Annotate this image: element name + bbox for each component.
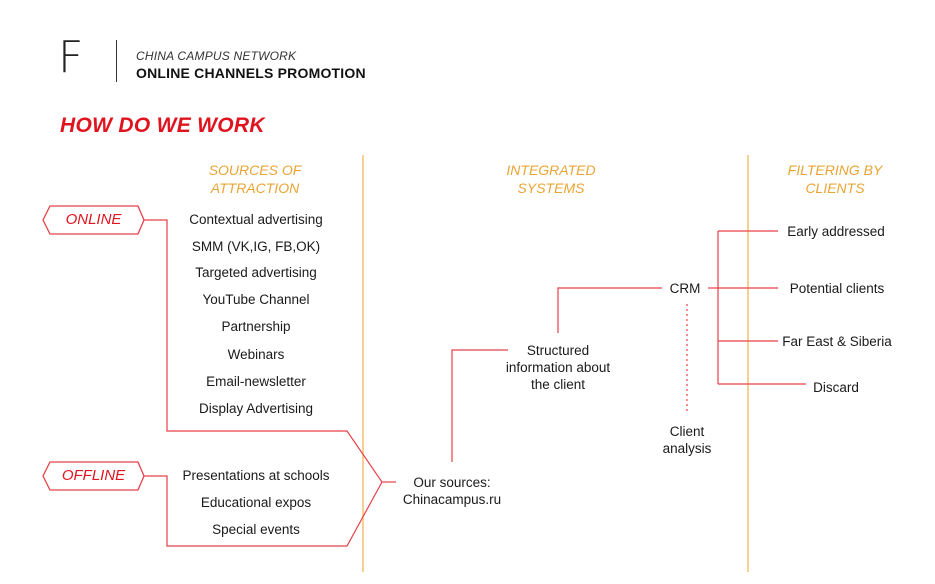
header-subtitle: CHINA CAMPUS NETWORK [136, 49, 297, 63]
structured-info-line: information about [505, 360, 611, 375]
sources-to-structured-connector [451, 349, 508, 462]
offline-source-item: Presentations at schools [182, 468, 330, 483]
structured-to-crm-connector [557, 287, 662, 333]
online-source-item: Contextual advertising [189, 212, 323, 227]
crm-node: CRM [669, 281, 701, 296]
online-tag-outline [42, 205, 145, 235]
structured-info-line: the client [530, 377, 586, 392]
online-source-item: Display Advertising [198, 401, 314, 416]
online-source-item: Webinars [227, 347, 285, 362]
client-analysis-line: analysis [662, 441, 712, 456]
filter-item: Far East & Siberia [782, 334, 892, 349]
column-head-integrated: INTEGRATED SYSTEMS [506, 162, 596, 196]
offline-source-item: Special events [212, 522, 300, 537]
our-sources-site: Chinacampus.ru [402, 492, 502, 507]
filter-item: Potential clients [789, 281, 885, 296]
filter-item: Discard [813, 380, 859, 395]
offline-tag-outline [42, 461, 145, 491]
online-source-item: Targeted advertising [195, 265, 317, 280]
online-source-item: Partnership [221, 319, 291, 334]
column-head-filtering: FILTERING BY CLIENTS [787, 162, 883, 196]
offline-connector [144, 475, 383, 547]
header-title: ONLINE CHANNELS PROMOTION [136, 65, 366, 81]
online-connector [144, 219, 383, 483]
online-tag: ONLINE [65, 211, 122, 228]
column-head-sources: SOURCES OF ATTRACTION [208, 162, 302, 196]
header-divider [116, 40, 117, 82]
online-source-item: SMM (VK,IG, FB,OK) [191, 239, 321, 254]
our-sources-label: Our sources: [413, 475, 491, 490]
structured-info-line: Structured [526, 343, 590, 358]
brand-logo: F [58, 32, 84, 83]
client-analysis-line: Client [669, 424, 705, 439]
section-title: HOW DO WE WORK [60, 114, 265, 137]
filter-item: Early addressed [787, 224, 885, 239]
offline-source-item: Educational expos [200, 495, 312, 510]
online-source-item: YouTube Channel [202, 292, 310, 307]
online-source-item: Email-newsletter [206, 374, 306, 389]
offline-tag: OFFLINE [61, 467, 126, 484]
